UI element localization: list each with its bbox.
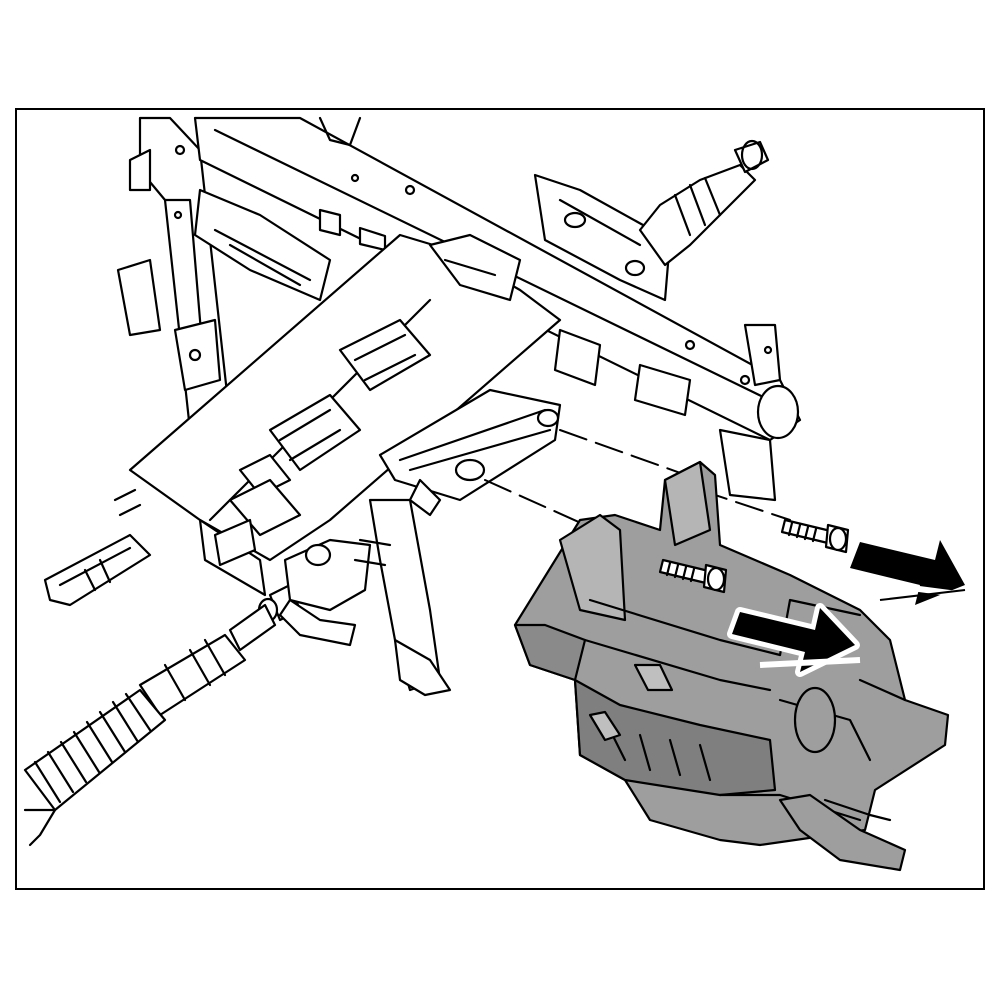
tilt-lever (378, 388, 562, 517)
column-bracket-right (533, 173, 672, 302)
bracket-center (428, 233, 777, 502)
figure-frame (15, 108, 985, 890)
removal-arrow-icon (849, 540, 966, 605)
intermediate-shaft (138, 583, 302, 717)
steering-boot (23, 688, 167, 847)
support-frame-left (116, 116, 232, 442)
bracket-hook (778, 793, 907, 872)
lower-shaft-left (43, 488, 152, 607)
steering-column-housing (128, 233, 562, 597)
knee-bolster-bracket (513, 460, 950, 847)
pedal-assembly (278, 498, 452, 697)
bolt-icon (658, 558, 728, 594)
bolt-icon (780, 518, 850, 554)
steering-column-upper (638, 139, 770, 267)
removal-arrow-icon (727, 603, 861, 677)
